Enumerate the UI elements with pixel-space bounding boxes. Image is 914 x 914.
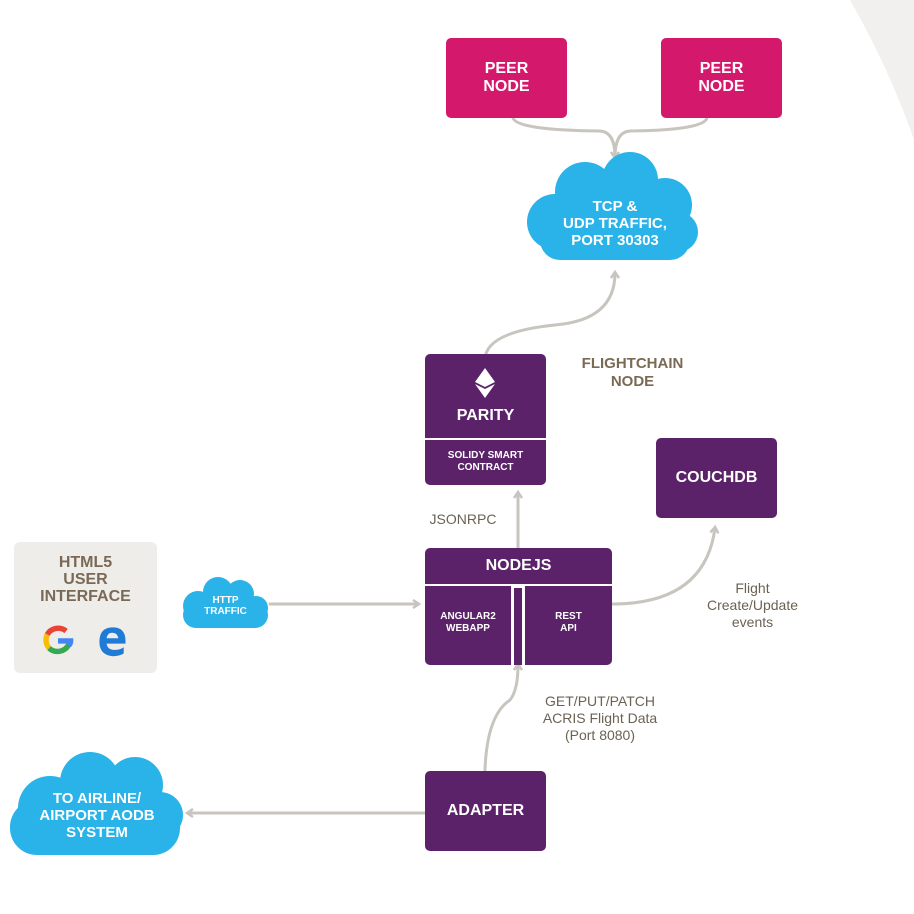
ethereum-icon — [475, 368, 495, 398]
adapter-title: ADAPTER — [446, 802, 525, 819]
ui-panel-line-1: HTML5 — [58, 554, 113, 571]
smart-contract-line-1: SOLIDY SMART — [447, 450, 524, 461]
flightchain-line-1: FLIGHTCHAIN — [581, 355, 684, 372]
smart-contract-label: SOLIDY SMART CONTRACT — [425, 444, 546, 480]
adapter-data-label: GET/PUT/PATCH ACRIS Flight Data (Port 80… — [520, 693, 680, 744]
flightchain-line-2: NODE — [610, 373, 655, 390]
http-cloud-line-1: HTTP — [212, 595, 239, 606]
couchdb-box: COUCHDB — [656, 438, 777, 518]
network-cloud-line-3: PORT 30303 — [571, 231, 659, 249]
events-line-3: events — [731, 614, 774, 630]
ui-panel-line-3: INTERFACE — [40, 588, 131, 605]
http-cloud-line-2: TRAFFIC — [204, 606, 247, 617]
adapter-data-line-1: GET/PUT/PATCH — [545, 693, 655, 709]
events-label: Flight Create/Update events — [695, 580, 810, 631]
nodejs-to-couchdb-connector — [610, 528, 715, 606]
smart-contract-line-2: CONTRACT — [457, 462, 514, 473]
events-line-1: Flight — [735, 580, 770, 596]
nodejs-divider-vertical-inner — [514, 588, 522, 665]
peer-left-connector — [511, 115, 615, 157]
peer-node-left: PEER NODE — [446, 38, 567, 118]
nodejs-title: NODEJS — [485, 557, 552, 574]
ui-panel-line-2: USER — [63, 571, 108, 588]
http-cloud — [183, 577, 268, 628]
adapter-data-line-3: (Port 8080) — [564, 727, 636, 743]
parity-box: PARITY SOLIDY SMART CONTRACT — [425, 354, 546, 485]
angular-webapp-line-1: ANGULAR2 — [440, 611, 496, 622]
rest-api-label: REST API — [525, 603, 612, 643]
network-cloud-line-1: TCP & — [592, 197, 638, 215]
aodb-cloud-line-3: SYSTEM — [66, 823, 128, 841]
couchdb-title: COUCHDB — [675, 469, 758, 486]
network-cloud — [527, 152, 698, 260]
aodb-cloud — [10, 752, 183, 855]
flightchain-node-label: FLIGHTCHAIN NODE — [575, 355, 690, 391]
adapter-data-line-2: ACRIS Flight Data — [542, 710, 658, 726]
peer-node-right: PEER NODE — [661, 38, 782, 118]
aodb-cloud-line-2: AIRPORT AODB — [39, 806, 155, 824]
edge-icon — [99, 627, 126, 657]
http-cloud-label: HTTP TRAFFIC — [183, 585, 268, 627]
nodejs-box: NODEJS ANGULAR2 WEBAPP REST API — [425, 548, 612, 665]
aodb-cloud-label: TO AIRLINE/ AIRPORT AODB SYSTEM — [12, 780, 182, 850]
google-icon — [43, 625, 74, 655]
peer-node-left-label-1: PEER — [484, 60, 529, 77]
rest-api-line-2: API — [560, 623, 577, 634]
ui-panel: HTML5 USER INTERFACE — [14, 542, 157, 673]
ui-panel-label: HTML5 USER INTERFACE — [14, 554, 157, 605]
events-line-2: Create/Update — [706, 597, 799, 613]
rest-api-line-1: REST — [555, 611, 582, 622]
peer-node-left-label-2: NODE — [483, 78, 530, 95]
parity-title: PARITY — [456, 407, 515, 424]
parity-divider — [425, 438, 546, 440]
aodb-cloud-line-1: TO AIRLINE/ — [52, 789, 142, 807]
jsonrpc-label: JSONRPC — [429, 511, 497, 527]
adapter-box: ADAPTER — [425, 771, 546, 851]
network-cloud-line-2: UDP TRAFFIC, — [563, 214, 667, 232]
adapter-to-nodejs-connector — [483, 665, 518, 772]
peer-node-right-label-2: NODE — [698, 78, 745, 95]
parity-to-cloud-connector — [483, 273, 615, 362]
angular-webapp-label: ANGULAR2 WEBAPP — [425, 603, 511, 643]
angular-webapp-line-2: WEBAPP — [446, 623, 490, 634]
peer-right-connector — [613, 115, 709, 159]
peer-node-right-label-1: PEER — [699, 60, 744, 77]
network-cloud-label: TCP & UDP TRAFFIC, PORT 30303 — [540, 188, 690, 258]
